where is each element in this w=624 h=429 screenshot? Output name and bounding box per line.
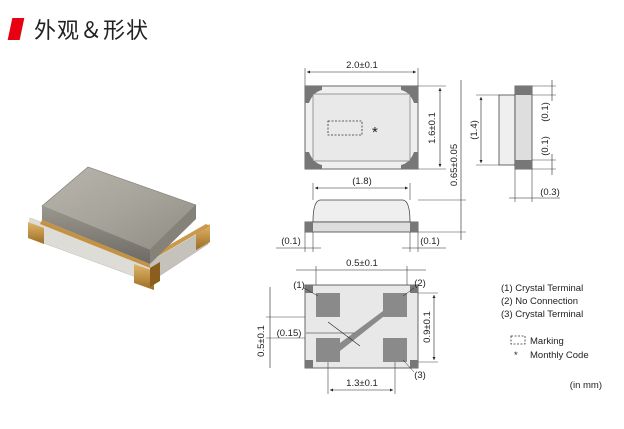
- crossing-trace: [340, 311, 383, 351]
- legend-star-icon: *: [514, 350, 518, 361]
- pad-2-top: [383, 293, 407, 317]
- component-photo: [28, 166, 210, 290]
- bottom-view: 0.5±0.1 (1) (2) (3) 0.5±0.1 (0.15) 0.9±0…: [256, 258, 438, 394]
- legend-item-3: (3) Crystal Terminal: [501, 309, 583, 320]
- dim-bottom-height-right: 0.9±0.1: [422, 311, 433, 343]
- dim-bottom-pitch-bottom: 1.3±0.1: [346, 378, 378, 389]
- section-header: 外观＆形状: [7, 14, 150, 44]
- section-title: 外观＆形状: [34, 19, 150, 44]
- dim-side-height: (1.4): [469, 120, 480, 140]
- top-view: * 2.0±0.1 1.6±0.1: [304, 60, 446, 170]
- dim-bottom-pitch-left: 0.5±0.1: [256, 325, 267, 357]
- pad-2-bottom: [316, 338, 340, 362]
- dim-front-pad-left: (0.1): [281, 236, 301, 247]
- legend-marking: Marking: [530, 336, 564, 347]
- legend-monthly-code: Monthly Code: [530, 350, 589, 361]
- monthly-code-star: *: [372, 124, 378, 141]
- pin-2-label: (2): [414, 278, 426, 289]
- marking-area: [327, 120, 363, 136]
- pin-1-label: (1): [293, 280, 305, 291]
- dim-top-height: 1.6±0.1: [427, 112, 438, 144]
- pad-3: [383, 338, 407, 362]
- dim-bottom-gap: (0.15): [277, 328, 302, 339]
- dim-front-width: (1.8): [352, 176, 372, 187]
- dim-front-pad-right: (0.1): [420, 236, 440, 247]
- front-view: (1.8) 0.65±0.05 (0.1) (0.1): [276, 80, 466, 252]
- dim-bottom-pitch-top: 0.5±0.1: [346, 258, 378, 269]
- legend-item-1: (1) Crystal Terminal: [501, 283, 583, 294]
- marking-legend-icon: [510, 335, 526, 345]
- dim-side-pad-top: (0.1): [540, 102, 551, 122]
- pad-1: [316, 293, 340, 317]
- dim-side-thickness: 0.65±0.05: [449, 144, 460, 186]
- units-note: (in mm): [570, 380, 602, 391]
- side-view: (1.4) (0.1) (0.1) (0.3): [469, 80, 560, 202]
- dim-side-bottom-width: (0.3): [540, 187, 560, 198]
- legend-item-2: (2) No Connection: [501, 296, 578, 307]
- dim-top-width: 2.0±0.1: [346, 60, 378, 71]
- dim-side-pad-bottom: (0.1): [540, 136, 551, 156]
- legend: (1) Crystal Terminal (2) No Connection (…: [501, 283, 602, 391]
- pin-3-label: (3): [414, 370, 426, 381]
